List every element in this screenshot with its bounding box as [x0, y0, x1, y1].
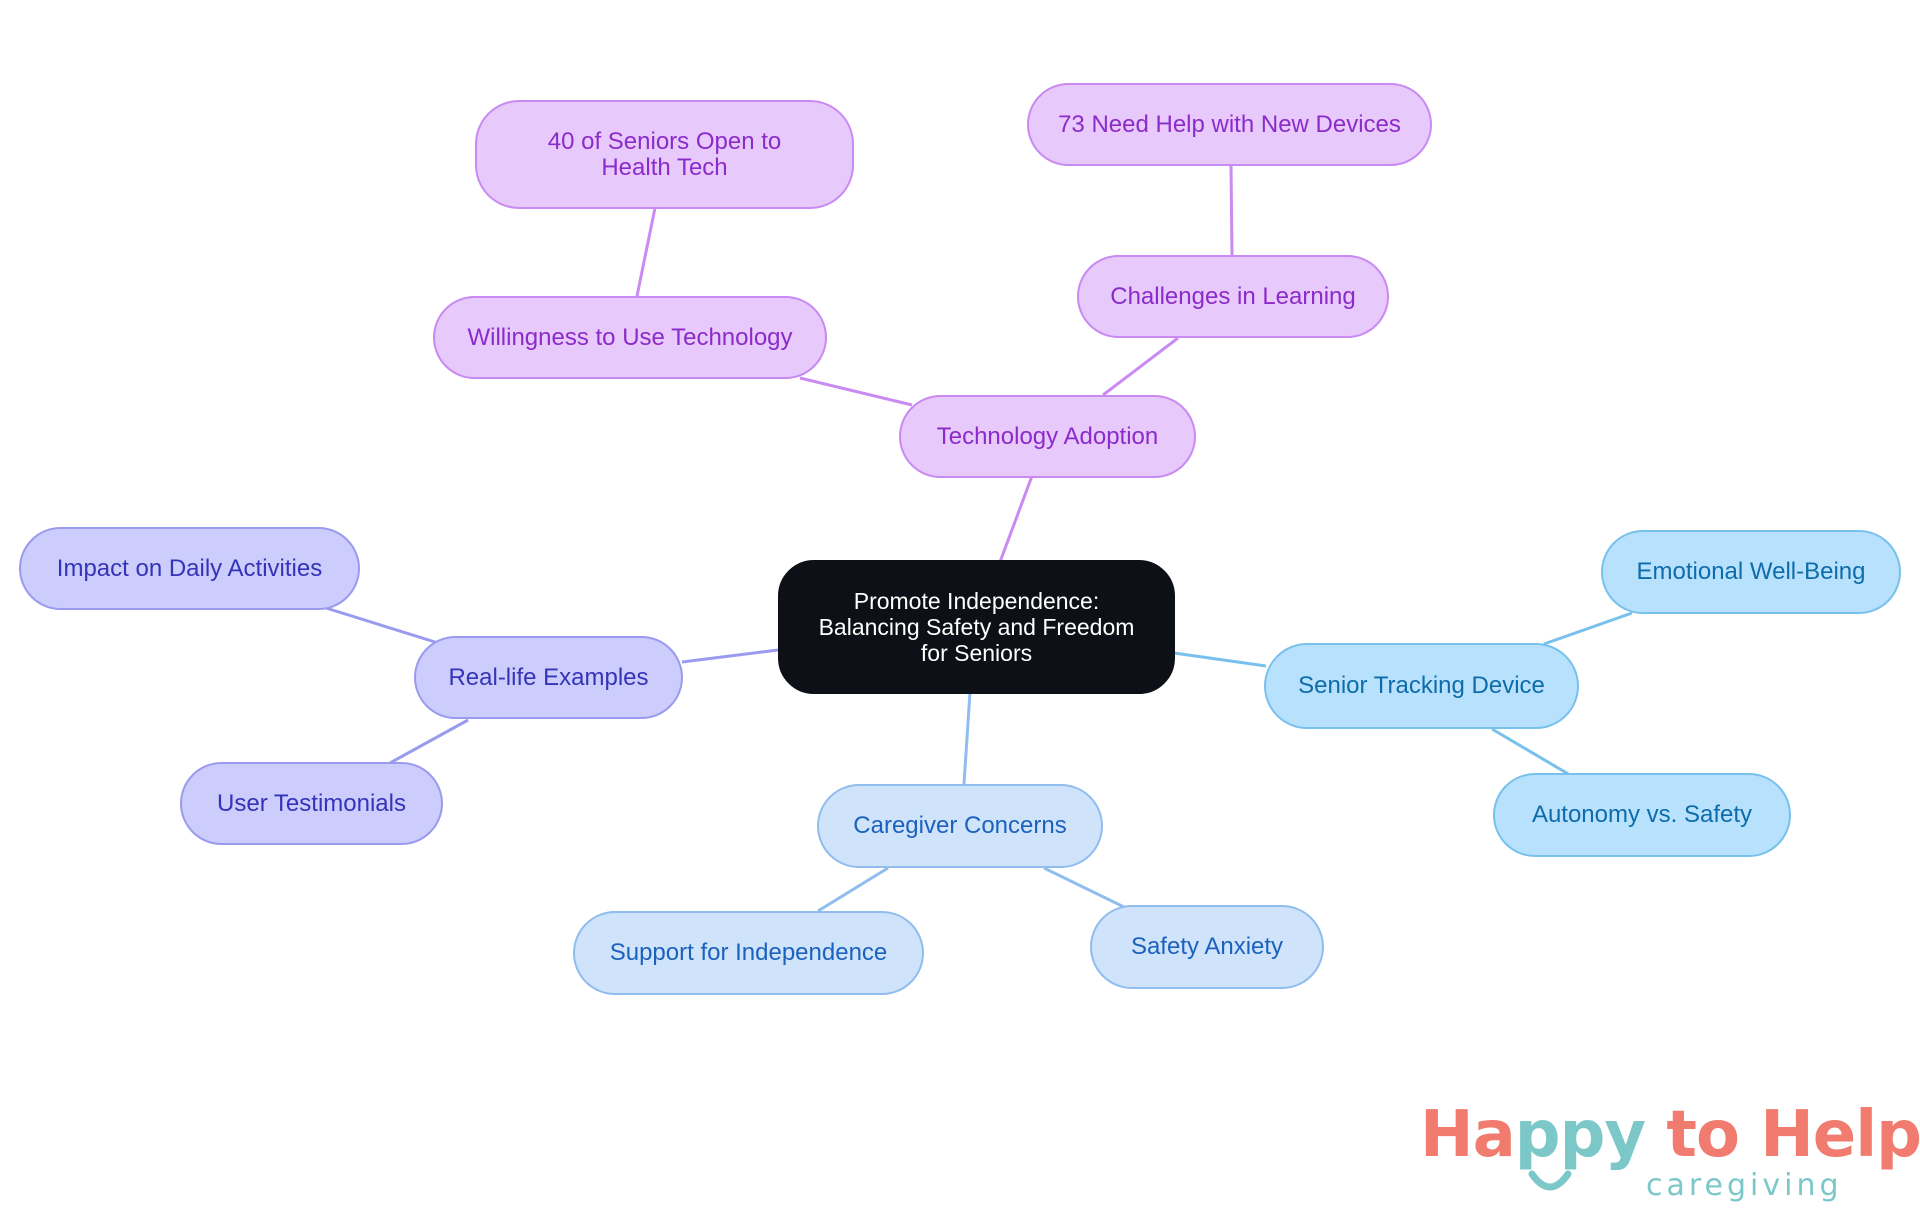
root-node[interactable]: Promote Independence: Balancing Safety a… — [778, 560, 1175, 694]
node-seniors-open-to-health-tech[interactable]: 40 of Seniors Open to Health Tech — [475, 100, 854, 209]
connector-root-examples — [681, 648, 779, 664]
node-safety-anxiety[interactable]: Safety Anxiety — [1090, 905, 1324, 989]
node-need-help-with-new-devices[interactable]: 73 Need Help with New Devices — [1027, 83, 1432, 166]
connector-technology-challenges — [1102, 336, 1179, 397]
node-label: Autonomy vs. Safety — [1531, 801, 1753, 828]
logo-part-3: to Help — [1645, 1098, 1920, 1172]
node-label: 40 of Seniors Open to Health Tech — [547, 127, 782, 181]
node-label: 73 Need Help with New Devices — [1058, 110, 1401, 138]
connector-root-caregiver — [962, 691, 972, 785]
logo-tagline: caregiving — [1646, 1168, 1843, 1203]
node-label: Senior Tracking Device — [1298, 672, 1545, 699]
node-label: Emotional Well-Being — [1636, 558, 1866, 585]
node-label: Support for Independence — [609, 939, 888, 966]
node-label: Willingness to Use Technology — [467, 323, 793, 351]
node-user-testimonials[interactable]: User Testimonials — [180, 762, 443, 845]
node-label: Challenges in Learning — [1110, 282, 1356, 310]
smile-icon — [1528, 1170, 1572, 1191]
node-challenges-in-learning[interactable]: Challenges in Learning — [1077, 255, 1389, 338]
logo-part-2: ppy — [1514, 1098, 1646, 1172]
connector-caregiver-support — [817, 866, 889, 913]
node-willingness-to-use-technology[interactable]: Willingness to Use Technology — [433, 296, 827, 379]
connector-root-technology — [998, 475, 1034, 563]
node-label: User Testimonials — [217, 789, 406, 817]
connector-examples-impact — [325, 606, 436, 644]
brand-logo: Happy to Help caregiving — [1420, 1100, 1920, 1215]
connector-root-tracking — [1173, 651, 1267, 668]
connector-tracking-autonomy — [1491, 727, 1571, 777]
node-autonomy-vs-safety[interactable]: Autonomy vs. Safety — [1493, 773, 1791, 857]
logo-part-1: Ha — [1420, 1098, 1516, 1172]
node-label: Technology Adoption — [936, 422, 1159, 450]
connector-willingness-seniors — [635, 207, 657, 297]
connector-caregiver-anxiety — [1043, 866, 1125, 909]
connector-technology-willingness — [799, 376, 913, 407]
node-caregiver-concerns[interactable]: Caregiver Concerns — [817, 784, 1103, 868]
node-impact-on-daily-activities[interactable]: Impact on Daily Activities — [19, 527, 360, 610]
node-emotional-well-being[interactable]: Emotional Well-Being — [1601, 530, 1901, 614]
node-technology-adoption[interactable]: Technology Adoption — [899, 395, 1196, 478]
node-label: Impact on Daily Activities — [56, 554, 323, 582]
logo-wordmark: Happy to Help — [1420, 1100, 1920, 1170]
connector-examples-testimonials — [389, 718, 469, 765]
node-real-life-examples[interactable]: Real-life Examples — [414, 636, 683, 719]
connector-tracking-wellbeing — [1543, 611, 1633, 646]
node-label: Caregiver Concerns — [853, 812, 1067, 839]
node-label: Safety Anxiety — [1130, 933, 1284, 960]
node-label: Real-life Examples — [448, 663, 649, 691]
node-support-for-independence[interactable]: Support for Independence — [573, 911, 924, 995]
node-senior-tracking-device[interactable]: Senior Tracking Device — [1264, 643, 1579, 729]
root-label: Promote Independence: Balancing Safety a… — [818, 588, 1135, 666]
connector-challenges-needhelp — [1229, 164, 1234, 256]
